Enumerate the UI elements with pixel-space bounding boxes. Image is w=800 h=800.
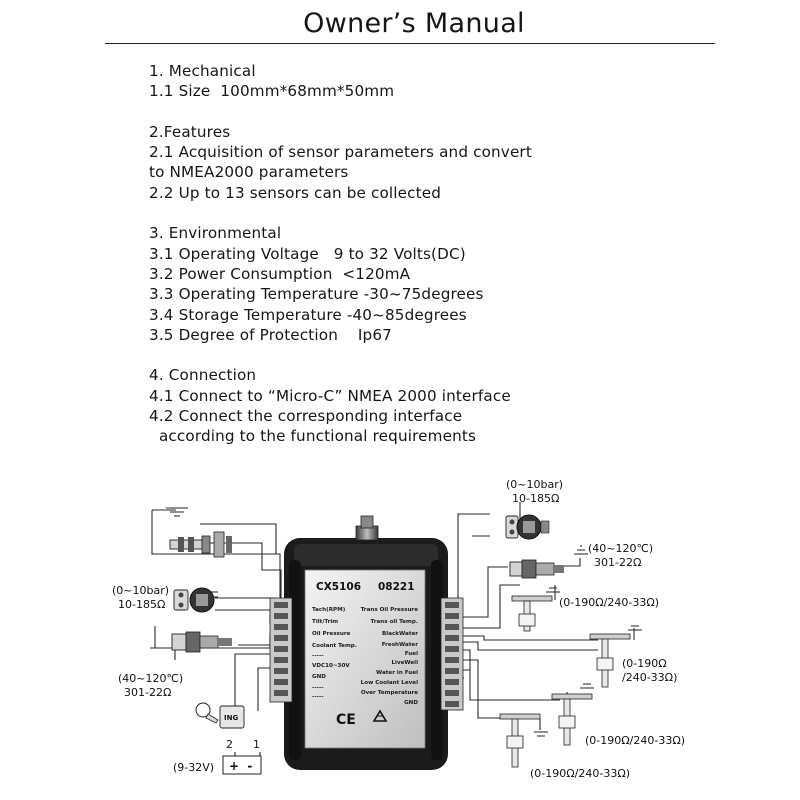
level-sender-3 (551, 683, 594, 746)
right-label: GND (404, 700, 418, 706)
level-sender-2-range-a: (0-190Ω (622, 657, 667, 670)
recycle-icon (372, 709, 388, 722)
left-label: Coolant Temp. (312, 643, 357, 649)
right-label: Trans Oil Pressure (361, 607, 419, 613)
level-sender-1-range: (0-190Ω/240-33Ω) (559, 596, 659, 609)
section-mechanical: 1. Mechanical 1.1 Size 100mm*68mm*50mm (149, 61, 709, 102)
section-connection: 4. Connection 4.1 Connect to “Micro-C” N… (149, 365, 709, 446)
device-serial: 08221 (378, 581, 415, 593)
left-temp-sender (171, 631, 232, 653)
label-plate (304, 569, 426, 749)
level-sender-4 (499, 713, 548, 768)
left-label: ----- (312, 653, 324, 659)
section-heading: 4. Connection (149, 366, 257, 385)
spec-line: 3.3 Operating Temperature -30~75degrees (149, 285, 484, 304)
spec-line: according to the functional requirements (149, 427, 477, 446)
level-sender-1 (511, 587, 560, 632)
section-heading: 3. Environmental (149, 224, 282, 243)
left-oil-pressure-sender (173, 587, 218, 613)
left-temp-range: (40~120℃) (118, 672, 183, 685)
spec-line: 1.1 Size 100mm*68mm*50mm (149, 82, 395, 101)
ignition-label: ING (224, 714, 238, 722)
ignition-key (195, 702, 245, 729)
level-sender-2 (589, 625, 642, 688)
section-heading: 2.Features (149, 122, 231, 141)
spec-line: 3.1 Operating Voltage 9 to 32 Volts(DC) (149, 244, 466, 263)
right-label: LiveWell (391, 660, 418, 666)
supply-voltage: (9-32V) (173, 761, 214, 774)
section-heading: 1. Mechanical (149, 62, 256, 80)
ce-mark: CE (336, 712, 356, 728)
terminal-1-label: 1 (253, 738, 260, 751)
spec-line: 2.2 Up to 13 sensors can be collected (149, 183, 442, 202)
battery-polarity: + - (229, 759, 252, 773)
left-label: Tilt/Trim (312, 619, 338, 625)
spec-line: 4.2 Connect the corresponding interface (149, 407, 463, 426)
left-label: VDC10~30V (312, 663, 350, 669)
right-label: Trans oil Temp. (371, 619, 418, 625)
left-temp-ohm: 301-22Ω (124, 686, 171, 699)
left-label: ----- (312, 694, 324, 700)
nmea-connector (355, 515, 379, 541)
right-label: BlackWater (382, 631, 418, 637)
left-label: GND (312, 674, 326, 680)
wiring-diagram: CX5106 08221 Tach(RPM) Tilt/Trim Oil Pre… (112, 478, 685, 780)
right-label: Water in Fuel (376, 670, 418, 676)
battery (222, 752, 262, 775)
top-right-ohm: 10-185Ω (512, 492, 559, 505)
right-terminal-block (440, 597, 464, 711)
right-oil-pressure-sender (505, 514, 550, 540)
device-model: CX5106 (316, 581, 361, 593)
right-temp-ohm: 301-22Ω (594, 556, 641, 569)
right-label: Fuel (405, 651, 418, 657)
top-right-range: (0~10bar) (506, 478, 563, 491)
wires-right (452, 502, 635, 730)
right-label: Low Coolant Level (361, 680, 418, 686)
level-sender-3-range: (0-190Ω/240-33Ω) (585, 734, 685, 747)
spec-line: 2.1 Acquisition of sensor parameters and… (149, 143, 532, 162)
spec-line: 3.5 Degree of Protection Ip67 (149, 325, 392, 344)
left-terminal-block (269, 597, 293, 703)
left-label: Tach(RPM) (312, 607, 346, 613)
right-label: FreshWater (382, 642, 419, 648)
left-label: Oil Pressure (312, 631, 351, 637)
terminal-2-label: 2 (226, 738, 233, 751)
level-sender-4-range: (0-190Ω/240-33Ω) (530, 767, 630, 780)
section-environmental: 3. Environmental 3.1 Operating Voltage 9… (149, 223, 709, 345)
level-sender-2-range-b: /240-33Ω) (622, 671, 677, 684)
spec-line: to NMEA2000 parameters (149, 163, 349, 182)
left-pressure-ohm: 10-185Ω (118, 598, 165, 611)
spec-line: 3.2 Power Consumption <120mA (149, 264, 411, 283)
right-label: Over Temperature (361, 690, 418, 696)
title-rule (105, 43, 715, 44)
left-pressure-range: (0~10bar) (112, 584, 169, 597)
right-temp-range: (40~120℃) (588, 542, 653, 555)
spec-line: 3.4 Storage Temperature -40~85degrees (149, 305, 467, 324)
left-label: ----- (312, 685, 324, 691)
section-features: 2.Features 2.1 Acquisition of sensor par… (149, 122, 709, 203)
tach-sensor (166, 507, 232, 558)
control-unit: CX5106 08221 Tach(RPM) Tilt/Trim Oil Pre… (269, 515, 464, 770)
spec-line: 4.1 Connect to “Micro-C” NMEA 2000 inter… (149, 386, 511, 405)
manual-title: Owner’s Manual (303, 8, 525, 39)
spec-list: 1. Mechanical 1.1 Size 100mm*68mm*50mm 2… (149, 61, 709, 447)
right-temp-sender (509, 545, 588, 579)
